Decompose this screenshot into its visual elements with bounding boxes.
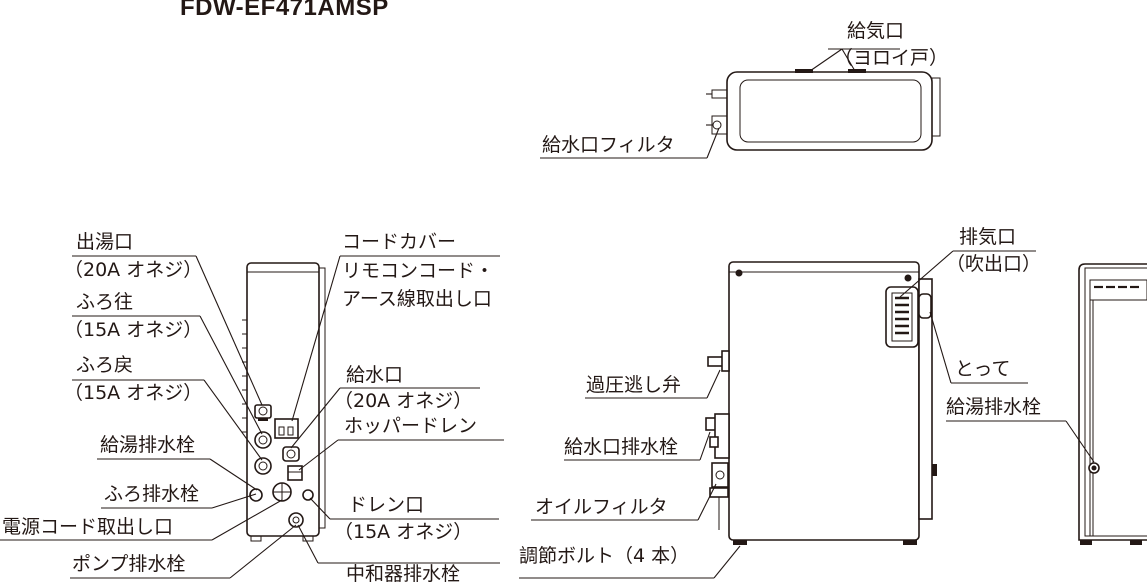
- label-water-inlet-note: （20A オネジ）: [334, 390, 473, 412]
- label-remote-cord-line2: アース線取出し口: [342, 288, 492, 310]
- label-top-water-filter: 給水口フィルタ: [542, 134, 675, 156]
- label-hopper-drain: ホッパードレン: [344, 415, 478, 437]
- label-hot-water-outlet: 出湯口: [76, 231, 134, 253]
- label-water-inlet-drain-plug: 給水口排水栓: [564, 436, 679, 458]
- label-hot-water-drain-plug-left: 給湯排水栓: [100, 434, 196, 456]
- label-handle: とって: [955, 358, 1011, 380]
- top-view-unit: [706, 69, 941, 151]
- top-view-leaders: [540, 48, 900, 159]
- label-exhaust-port-note: （吹出口）: [946, 253, 1042, 275]
- label-oil-filter: オイルフィルタ: [535, 496, 668, 518]
- label-water-inlet: 給水口: [346, 364, 404, 386]
- label-relief-valve: 過圧逃し弁: [586, 374, 682, 396]
- label-pump-drain-plug: ポンプ排水栓: [72, 553, 186, 575]
- right-side-view: [1078, 263, 1147, 545]
- label-bath-return: ふろ戻: [76, 354, 134, 376]
- label-bath-out-note: （15A オネジ）: [64, 319, 203, 341]
- label-bath-drain-plug: ふろ排水栓: [104, 483, 200, 505]
- label-hot-water-drain-plug-right: 給湯排水栓: [946, 396, 1042, 418]
- label-power-cord-outlet: 電源コード取出し口: [2, 516, 174, 538]
- label-top-air-intake: 給気口: [847, 20, 905, 42]
- pipe-side-view: [242, 262, 326, 542]
- label-hot-water-outlet-note: （20A オネジ）: [64, 259, 203, 281]
- label-remote-cord-line1: リモコンコード・: [342, 260, 495, 282]
- label-top-air-intake-note: （ヨロイ戸）: [834, 47, 949, 69]
- label-neutralizer-drain-plug: 中和器排水栓: [346, 563, 461, 585]
- right-side-leaders: [946, 420, 1095, 463]
- label-drain-port: ドレン口: [348, 494, 425, 516]
- label-drain-port-note: （15A オネジ）: [334, 521, 473, 543]
- model-number: FDW-EF471AMSP: [180, 0, 389, 21]
- front-view-unit: [705, 261, 937, 545]
- front-view-leaders: [519, 250, 1036, 579]
- label-cord-cover: コードカバー: [342, 231, 457, 253]
- label-bath-out: ふろ往: [76, 291, 134, 313]
- label-exhaust-port: 排気口: [959, 226, 1017, 248]
- pipe-side-leaders: [0, 255, 504, 579]
- label-adjust-bolt: 調節ボルト（4 本）: [519, 545, 690, 567]
- label-bath-return-note: （15A オネジ）: [64, 382, 203, 404]
